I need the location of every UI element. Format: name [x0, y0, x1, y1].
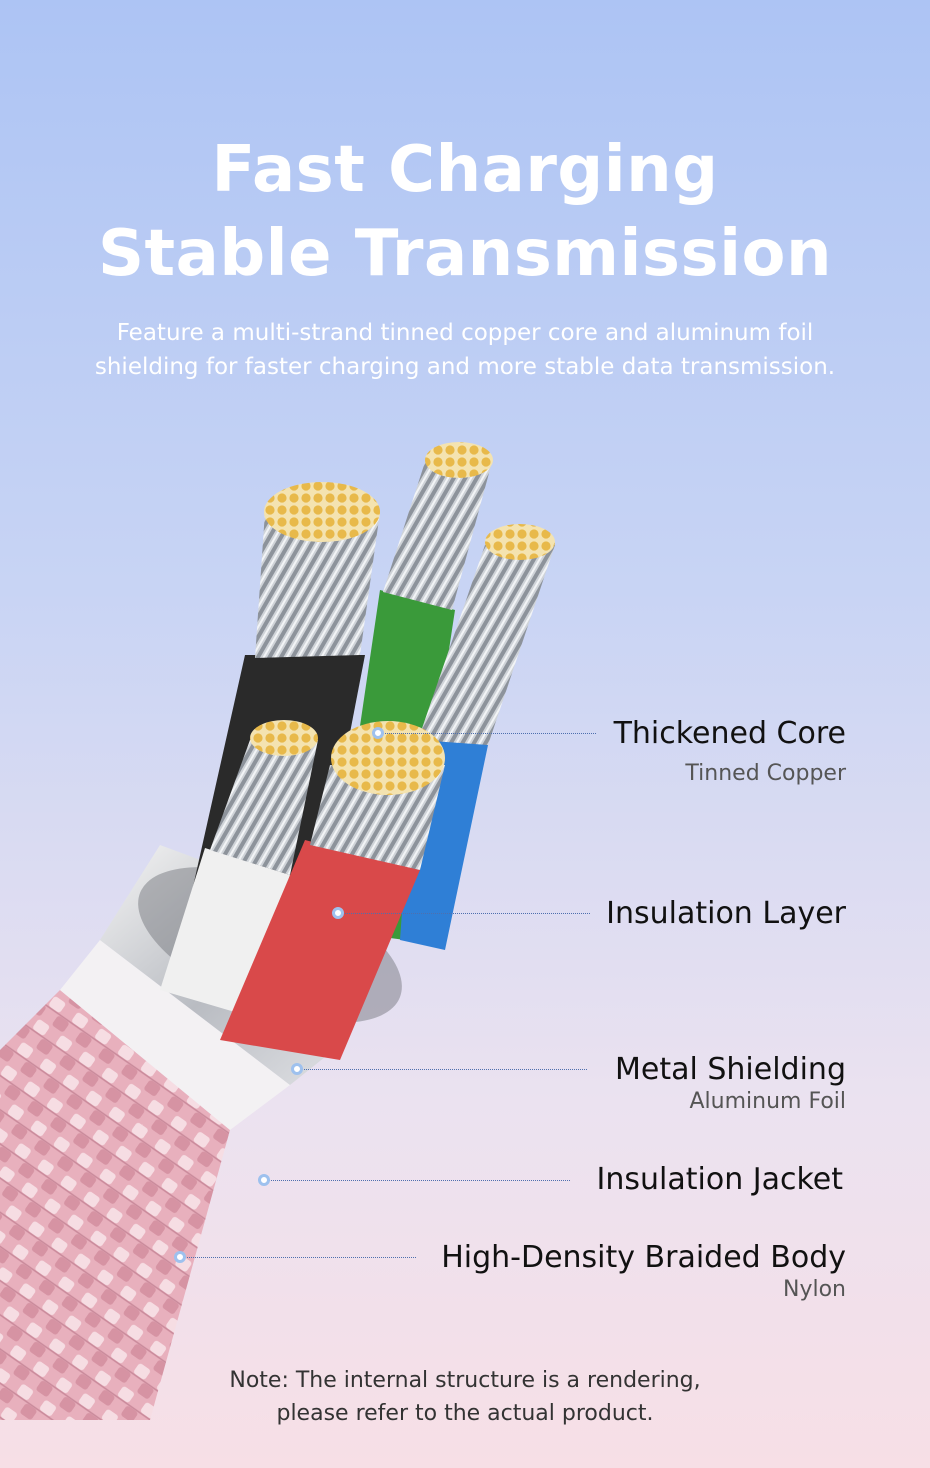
- callout-name: Thickened Core: [613, 716, 846, 751]
- leader-line-insulation-layer: [338, 913, 590, 914]
- marker-dot-braided-body: [174, 1251, 186, 1263]
- note-line-1: Note: The internal structure is a render…: [229, 1368, 701, 1393]
- callout-name: Insulation Jacket: [596, 1162, 843, 1197]
- callout-sub: Tinned Copper: [685, 761, 846, 786]
- subtitle: Feature a multi-strand tinned copper cor…: [40, 316, 890, 384]
- callout-insulation-jacket: Insulation Jacket: [597, 1162, 843, 1198]
- wire-white: [160, 720, 318, 1015]
- leader-line-insulation-jacket: [264, 1180, 570, 1181]
- note-line-2: please refer to the actual product.: [276, 1401, 654, 1426]
- braided-body: [0, 990, 230, 1420]
- leader-line-metal-shielding: [297, 1069, 587, 1070]
- headline: Fast Charging Stable Transmission: [0, 128, 930, 296]
- callout-name: Insulation Layer: [606, 896, 846, 931]
- subtitle-line-2: shielding for faster charging and more s…: [94, 354, 836, 380]
- marker-dot-insulation-jacket: [258, 1174, 270, 1186]
- disclaimer-note: Note: The internal structure is a render…: [0, 1364, 930, 1430]
- marker-dot-thickened-core: [372, 727, 384, 739]
- callout-sub: Aluminum Foil: [689, 1089, 846, 1114]
- leader-line-thickened-core: [378, 733, 596, 734]
- callout-name: Metal Shielding: [615, 1052, 846, 1087]
- cable-cross-section-illustration: [0, 442, 555, 1420]
- callout-sub: Nylon: [783, 1277, 846, 1302]
- callout-metal-shielding: Metal Shielding Aluminum Foil: [615, 1052, 846, 1116]
- subtitle-line-1: Feature a multi-strand tinned copper cor…: [116, 320, 814, 346]
- callout-braided-body: High-Density Braided Body Nylon: [441, 1240, 846, 1304]
- marker-dot-metal-shielding: [291, 1063, 303, 1075]
- marker-dot-insulation-layer: [332, 907, 344, 919]
- headline-line-1: Fast Charging: [211, 133, 719, 207]
- wire-red: [220, 721, 445, 1060]
- insulation-jacket: [60, 940, 290, 1130]
- callout-insulation-layer: Insulation Layer: [606, 896, 846, 932]
- callout-name: High-Density Braided Body: [441, 1240, 846, 1275]
- leader-line-braided-body: [180, 1257, 416, 1258]
- headline-line-2: Stable Transmission: [97, 217, 833, 291]
- callout-thickened-core: Thickened Core Tinned Copper: [614, 716, 846, 788]
